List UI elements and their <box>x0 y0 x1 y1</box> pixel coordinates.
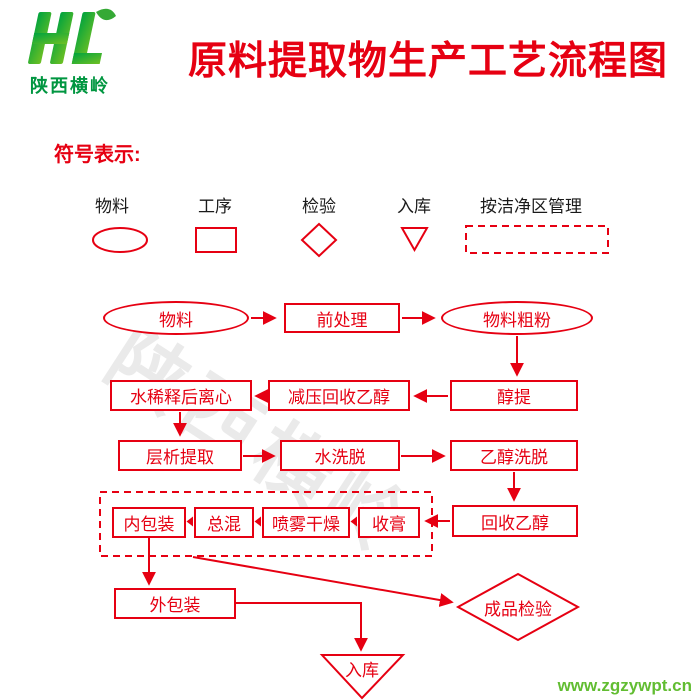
warehouse-triangle-shape <box>319 654 406 700</box>
node-outer-packaging: 外包装 <box>114 588 236 619</box>
node-ethanol-recovery: 回收乙醇 <box>452 505 578 537</box>
node-chromatography-extraction: 层析提取 <box>118 440 242 471</box>
node-alcohol-extraction: 醇提 <box>450 380 578 411</box>
company-logo-icon <box>28 8 116 64</box>
legend-label-process: 工序 <box>198 197 232 216</box>
node-material: 物料 <box>103 301 249 335</box>
node-water-dilution-centrifuge: 水稀释后离心 <box>110 380 252 411</box>
legend-triangle-symbol <box>400 227 429 253</box>
legend-heading: 符号表示: <box>54 144 141 166</box>
legend-diamond-symbol <box>300 222 338 258</box>
node-inner-packaging: 内包装 <box>112 507 186 538</box>
page-title: 原料提取物生产工艺流程图 <box>187 40 668 83</box>
node-coarse-powder: 物料粗粉 <box>441 301 593 335</box>
node-finished-product-inspection: 成品检验 <box>484 599 552 619</box>
legend-dashed-rect-symbol <box>465 225 609 254</box>
company-name: 陕西横岭 <box>30 76 110 96</box>
legend-label-inspection: 检验 <box>302 197 336 216</box>
node-total-mixing: 总混 <box>194 507 254 538</box>
node-vacuum-ethanol-recovery: 减压回收乙醇 <box>268 380 410 411</box>
node-pretreatment: 前处理 <box>284 303 400 333</box>
node-paste-collection: 收膏 <box>358 507 420 538</box>
node-ethanol-elution: 乙醇洗脱 <box>450 440 578 471</box>
legend-label-warehouse: 入库 <box>397 197 431 216</box>
node-spray-drying: 喷雾干燥 <box>262 507 350 538</box>
leaf-icon <box>96 8 116 21</box>
node-water-elution: 水洗脱 <box>280 440 400 471</box>
site-url: www.zgzywpt.cn <box>557 676 692 695</box>
legend-label-material: 物料 <box>95 197 129 216</box>
node-warehousing: 入库 <box>345 660 379 680</box>
inspection-diamond-shape <box>455 572 581 642</box>
legend-label-clean-area: 按洁净区管理 <box>480 197 582 216</box>
legend-rect-symbol <box>195 227 237 253</box>
legend-ellipse-symbol <box>92 227 148 253</box>
